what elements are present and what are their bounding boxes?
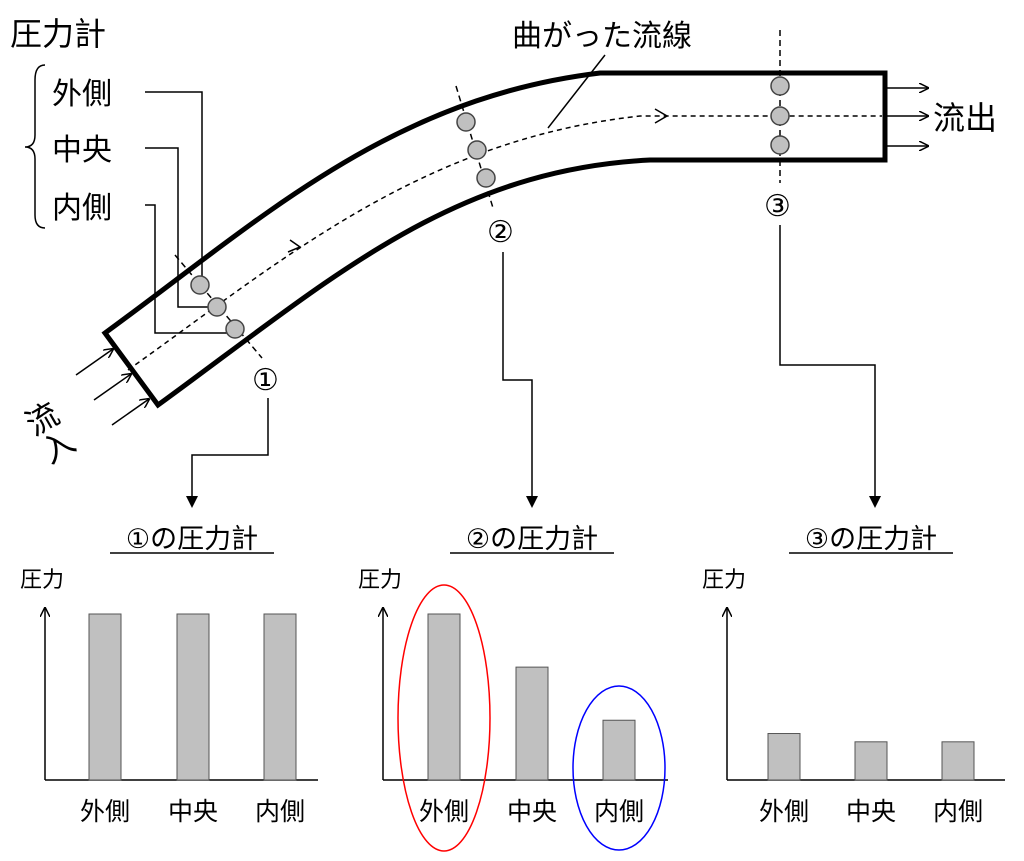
bar-1 [854, 741, 888, 781]
low-pressure-highlight [572, 685, 666, 851]
category-label: 内側 [255, 797, 305, 826]
center-leader [145, 147, 210, 308]
streamline-label: 曲がった流線 [512, 19, 692, 54]
gauge-1-inner [225, 319, 245, 339]
inflow-arrow-icon [111, 399, 149, 426]
category-label: 中央 [846, 797, 896, 826]
category-label: 中央 [168, 797, 218, 826]
gauge-2-outer [456, 112, 476, 132]
station-1-marker: ① [252, 363, 279, 398]
brace [24, 64, 46, 229]
bar-0 [427, 613, 461, 781]
bar-0 [767, 733, 801, 781]
gauge-3-outer [770, 76, 790, 96]
category-label: 外側 [419, 797, 469, 826]
category-label: 中央 [507, 797, 557, 826]
outer-leader [145, 91, 203, 278]
label-outer: 外側 [52, 77, 112, 112]
chart-title: ②の圧力計 [466, 524, 598, 555]
inner-leader [145, 204, 228, 334]
gauge-title: 圧力計 [10, 15, 106, 53]
y-axis-label: 圧力 [20, 568, 64, 593]
gauge-3-inner [770, 135, 790, 155]
chart-title: ③の圧力計 [805, 524, 937, 555]
y-axis-label: 圧力 [358, 568, 402, 593]
label-center: 中央 [52, 133, 112, 168]
bar-0 [88, 613, 122, 781]
streamline-arrow-icon [287, 239, 302, 253]
streamline [127, 115, 882, 371]
category-label: 外側 [80, 797, 130, 826]
gauge-1-center [207, 297, 227, 317]
station-3-arrow [779, 225, 881, 508]
bar-1 [515, 666, 549, 781]
outflow-label: 流出 [933, 99, 997, 137]
gauge-2-inner [476, 168, 496, 188]
streamline-leader [547, 54, 606, 129]
gauge-2-center [467, 140, 487, 160]
gauge-3-center [770, 106, 790, 126]
station-2-arrow [502, 252, 538, 508]
inflow-arrow-icon [75, 349, 113, 376]
high-pressure-highlight [397, 584, 491, 852]
category-label: 内側 [594, 797, 644, 826]
chart-title: ①の圧力計 [126, 524, 258, 555]
label-inner: 内側 [52, 191, 112, 226]
bar-2 [941, 741, 975, 781]
bar-1 [176, 613, 210, 781]
station-1-arrow [186, 398, 269, 508]
bar-2 [602, 719, 636, 781]
inflow-label: 流入 [16, 396, 81, 470]
station-2-marker: ② [487, 215, 514, 250]
bar-2 [263, 613, 297, 781]
y-axis-label: 圧力 [702, 568, 746, 593]
category-label: 外側 [759, 797, 809, 826]
category-label: 内側 [933, 797, 983, 826]
pipe-wall [101, 70, 888, 409]
station-3-marker: ③ [764, 189, 791, 224]
gauge-1-outer [190, 275, 210, 295]
section-line-1 [174, 254, 263, 359]
inflow-arrow-icon [93, 374, 131, 401]
streamline-arrow-icon [654, 108, 669, 124]
